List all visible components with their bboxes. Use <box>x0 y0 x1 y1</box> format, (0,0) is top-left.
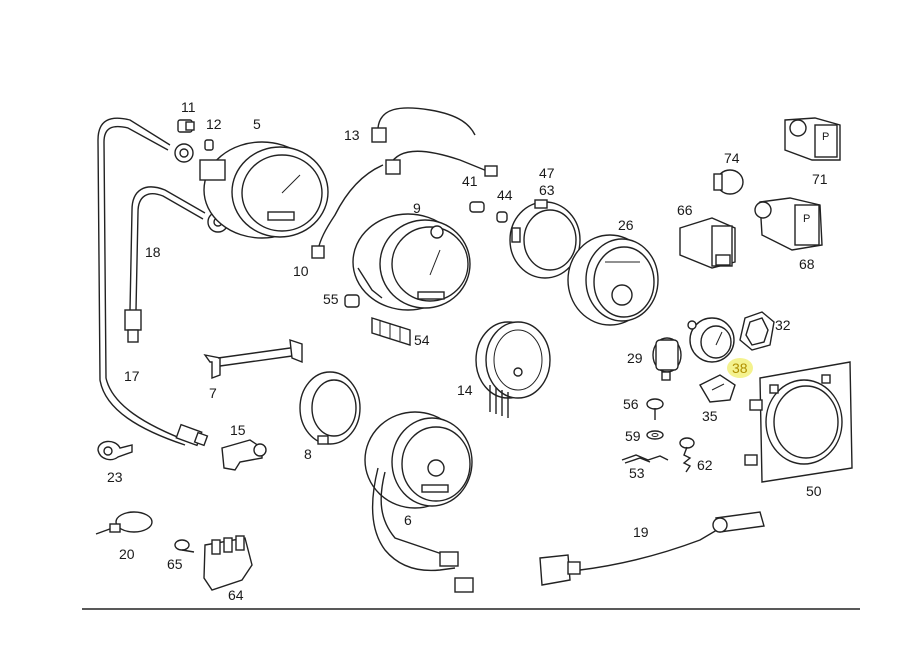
label-10: 10 <box>293 263 309 279</box>
part-35-gauge <box>699 374 736 403</box>
label-23: 23 <box>107 469 123 485</box>
svg-text:P: P <box>803 213 810 225</box>
part-8-ring <box>299 371 361 445</box>
part-13-wire-harness <box>311 107 498 259</box>
label-56: 56 <box>623 396 639 412</box>
part-7-mounting-bracket <box>203 338 303 380</box>
part-26-combination-instrument <box>567 234 659 326</box>
part-47-bezel-ring <box>509 199 581 279</box>
svg-text:P: P <box>822 131 829 143</box>
label-17: 17 <box>124 368 140 384</box>
part-12-bulb <box>204 139 214 151</box>
label-18: 18 <box>145 244 161 260</box>
label-55: 55 <box>323 291 339 307</box>
part-32-gauge-cover <box>739 311 775 351</box>
label-54: 54 <box>414 332 430 348</box>
part-64-bulb-socket <box>203 535 253 591</box>
part-20-cable-tie <box>95 511 153 535</box>
label-12: 12 <box>206 116 222 132</box>
part-15-elbow-connector <box>221 439 267 471</box>
label-68: 68 <box>799 256 815 272</box>
label-38-highlighted: 38 <box>732 360 748 376</box>
part-6-speedometer <box>364 411 474 593</box>
part-62-screw <box>679 437 695 473</box>
part-5-speedometer <box>174 141 329 239</box>
highlight-marker <box>727 358 753 378</box>
part-74-lens <box>713 169 744 195</box>
part-59-washer <box>646 430 664 440</box>
label-41: 41 <box>462 173 478 189</box>
label-20: 20 <box>119 546 135 562</box>
part-56-screw <box>646 398 664 420</box>
part-50-mounting-panel <box>744 361 853 483</box>
label-62: 62 <box>697 457 713 473</box>
label-11: 11 <box>181 99 196 115</box>
part-53-clip <box>621 454 669 464</box>
part-19-sensor-cable <box>539 511 765 586</box>
part-44-bulb <box>496 211 508 223</box>
label-26: 26 <box>618 217 634 233</box>
label-65: 65 <box>167 556 183 572</box>
label-50: 50 <box>806 483 822 499</box>
label-13: 13 <box>344 127 360 143</box>
label-7: 7 <box>209 385 217 401</box>
part-68-switch: P <box>754 197 823 251</box>
part-55-bulb-holder <box>344 294 360 308</box>
part-38-gauge <box>687 317 735 363</box>
part-17-speedo-cable <box>97 117 209 447</box>
part-11-bulb <box>177 119 195 133</box>
label-15: 15 <box>230 422 246 438</box>
part-23-clamp <box>97 440 133 461</box>
part-66-switch <box>679 217 736 269</box>
label-53: 53 <box>629 465 645 481</box>
part-labels: 5 11 12 13 9 10 18 17 41 44 47 63 26 74 … <box>107 99 828 603</box>
label-35: 35 <box>702 408 718 424</box>
label-71: 71 <box>812 171 828 187</box>
part-41-bulb <box>469 201 485 213</box>
label-64: 64 <box>228 587 244 603</box>
part-14-gauge <box>475 321 551 418</box>
part-9-tachometer <box>352 213 471 311</box>
label-47: 47 <box>539 165 555 181</box>
label-59: 59 <box>625 428 641 444</box>
label-8: 8 <box>304 446 312 462</box>
label-32: 32 <box>775 317 791 333</box>
part-65-screw <box>174 539 195 553</box>
label-66: 66 <box>677 202 693 218</box>
part-71-switch: P <box>784 117 841 161</box>
label-9: 9 <box>413 200 421 216</box>
label-44: 44 <box>497 187 513 203</box>
part-54-bracket <box>371 317 411 346</box>
label-5: 5 <box>253 116 261 132</box>
label-63: 63 <box>539 182 555 198</box>
part-29-gauge-housing <box>652 337 682 381</box>
label-14: 14 <box>457 382 473 398</box>
label-29: 29 <box>627 350 643 366</box>
label-19: 19 <box>633 524 649 540</box>
label-6: 6 <box>404 512 412 528</box>
label-74: 74 <box>724 150 740 166</box>
